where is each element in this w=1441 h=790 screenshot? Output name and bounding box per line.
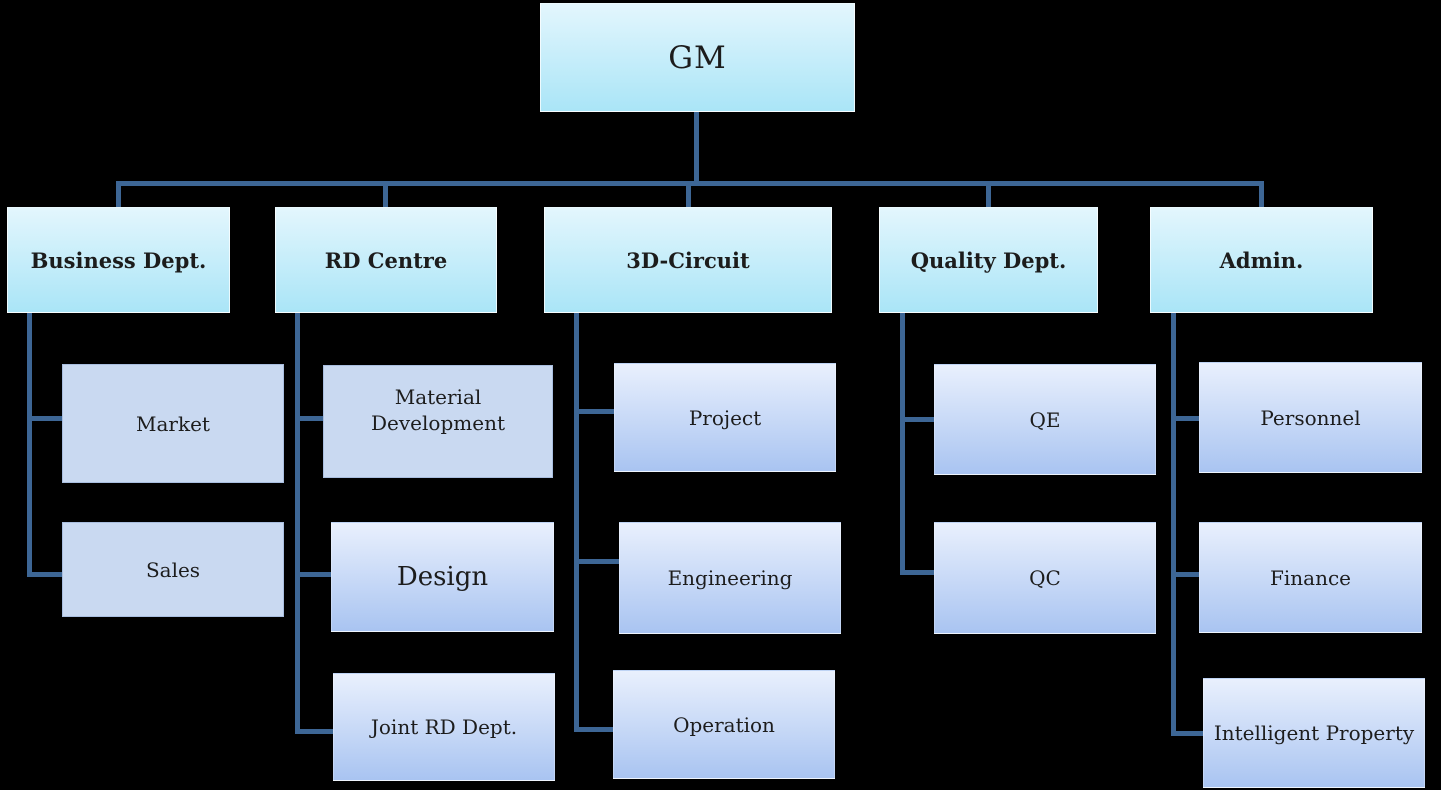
node-joint-rd-dept-label: Joint RD Dept. [370,715,518,739]
connector-3d-stub-engineering [574,559,622,564]
connector-rd-vertical [295,313,300,734]
node-personnel-label: Personnel [1260,405,1361,430]
connector-drop-quality [986,184,991,207]
connector-rd-stub-design [295,572,334,577]
connector-drop-admin [1259,184,1264,207]
node-project-label: Project [688,405,762,430]
connector-drop-business [116,184,121,207]
node-intelligent-property-label: Intelligent Property [1213,721,1415,745]
connector-admin-vertical [1171,313,1176,736]
node-qc: QC [934,522,1156,634]
connector-business-stub-sales [27,572,65,577]
node-quality-dept-label: Quality Dept. [910,247,1067,273]
node-admin-label: Admin. [1219,247,1304,273]
connector-business-vertical [27,313,32,577]
node-operation: Operation [613,670,835,779]
node-business-dept: Business Dept. [7,207,230,313]
node-finance-label: Finance [1270,565,1351,590]
node-admin: Admin. [1150,207,1373,313]
node-qe-label: QE [1029,407,1061,432]
connector-business-stub-market [27,416,65,421]
node-qe: QE [934,364,1156,475]
node-business-dept-label: Business Dept. [30,247,207,273]
connector-trunk [116,181,1264,186]
node-material-development: Material Development [323,365,553,478]
connector-admin-stub-intprop [1171,731,1206,736]
connector-rd-stub-material [295,416,326,421]
connector-3d-stub-operation [574,727,616,732]
connector-3d-stub-project [574,409,617,414]
node-project: Project [614,363,836,472]
connector-drop-3d [686,184,691,207]
connector-drop-rd [383,184,388,207]
node-market-label: Market [136,411,210,436]
node-design-label: Design [396,562,489,592]
node-design: Design [331,522,554,632]
connector-admin-stub-finance [1171,572,1202,577]
connector-admin-stub-personnel [1171,416,1202,421]
node-material-development-label: Material Development [371,385,505,435]
node-3d-circuit: 3D-Circuit [544,207,832,313]
node-gm: GM [540,3,855,112]
node-joint-rd-dept: Joint RD Dept. [333,673,555,781]
node-3d-circuit-label: 3D-Circuit [626,247,750,273]
connector-3d-vertical [574,313,579,732]
node-qc-label: QC [1029,566,1061,590]
node-operation-label: Operation [673,712,775,737]
connector-quality-stub-qc [900,570,937,575]
node-gm-label: GM [668,39,727,76]
node-quality-dept: Quality Dept. [879,207,1098,313]
node-personnel: Personnel [1199,362,1422,473]
connector-gm-vertical [694,112,699,184]
node-engineering: Engineering [619,522,841,634]
node-sales: Sales [62,522,284,617]
connector-rd-stub-jointrd [295,729,336,734]
node-finance: Finance [1199,522,1422,633]
connector-quality-vertical [900,313,905,575]
node-rd-centre-label: RD Centre [324,247,448,273]
node-rd-centre: RD Centre [275,207,497,313]
node-engineering-label: Engineering [667,566,793,590]
connector-quality-stub-qe [900,417,937,422]
node-market: Market [62,364,284,483]
node-sales-label: Sales [145,557,201,582]
node-intelligent-property: Intelligent Property [1203,678,1425,788]
